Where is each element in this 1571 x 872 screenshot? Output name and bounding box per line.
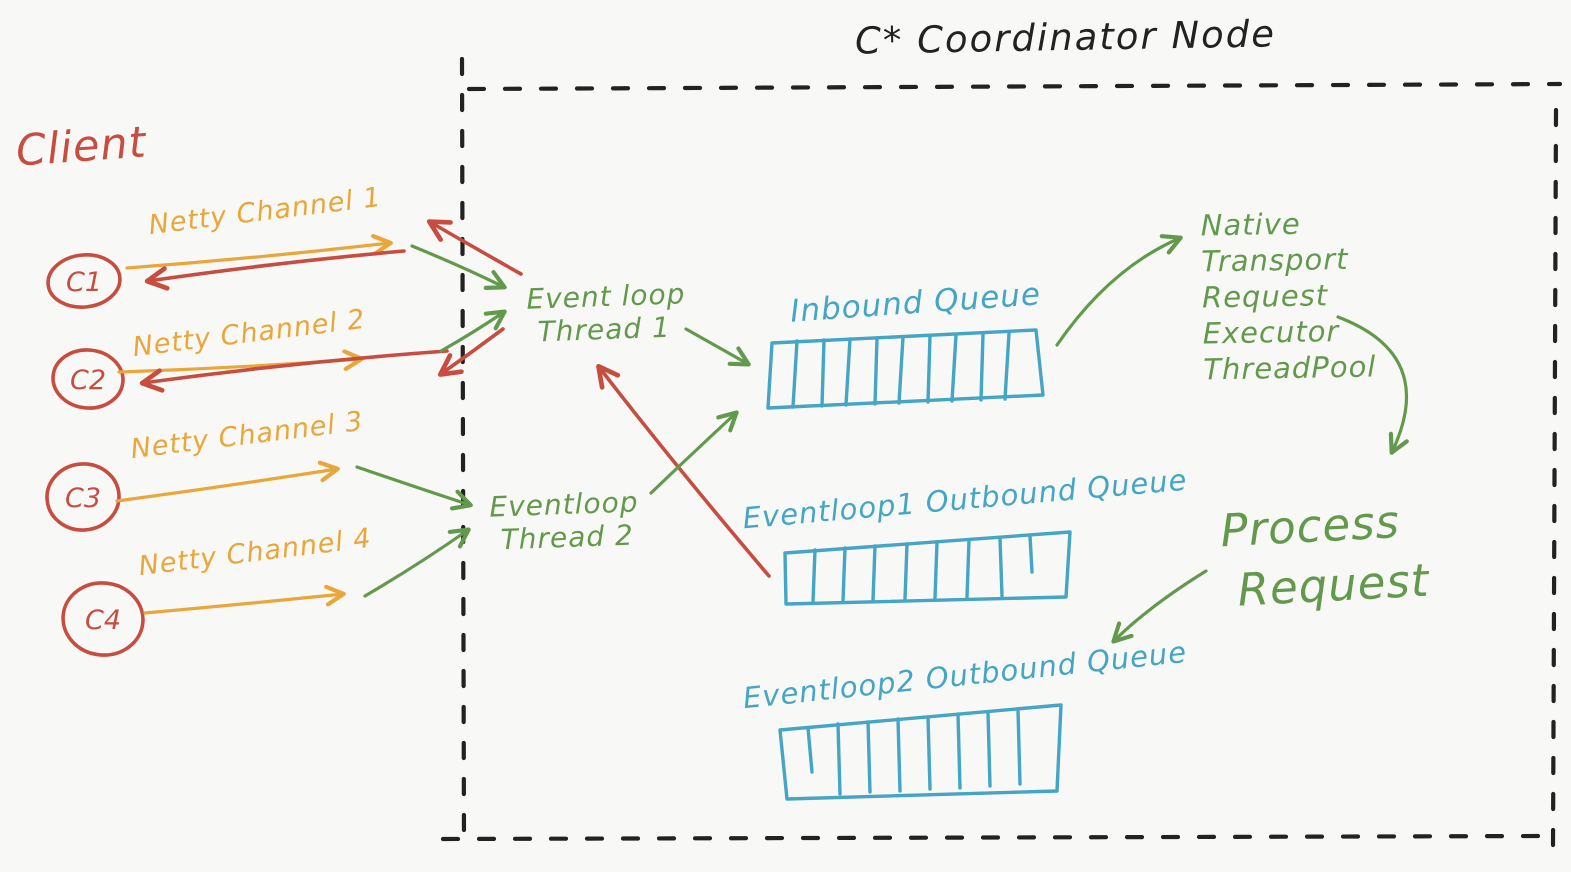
channel4-to-eventloop2-arrow — [363, 527, 471, 598]
boundary-bottom — [440, 833, 1549, 842]
coordinator-node-boundary — [440, 56, 1563, 851]
event-loop-thread2-line2: Thread 2 — [500, 518, 635, 557]
outbound1-queue-box — [783, 530, 1072, 606]
eventloop1-to-channel2-arrow — [437, 327, 505, 377]
client-circles — [45, 253, 145, 657]
event-loop-thread1-label: Event loop Thread 1 — [526, 277, 687, 349]
channel2-to-eventloop1-arrow — [439, 309, 507, 353]
client-c4-circle — [61, 581, 145, 657]
outbound1-queue-cells — [811, 534, 1034, 604]
queues — [766, 328, 1072, 801]
process-request-line1: Process — [1219, 495, 1402, 558]
client-label: Client — [14, 117, 149, 177]
eventloop1-to-inbound-arrow — [684, 327, 751, 367]
channel3-to-eventloop2-arrow — [355, 465, 473, 511]
flow-arrows — [355, 234, 1409, 644]
executor-line3: Request — [1201, 278, 1329, 315]
boundary-left — [459, 56, 467, 847]
client-c4-label: C4 — [84, 605, 122, 637]
outbound2-queue-cells — [806, 708, 1022, 796]
channel3-arrow — [115, 460, 340, 503]
event-loop-thread1-line2: Thread 1 — [537, 310, 672, 349]
inbound-queue-box — [766, 328, 1045, 410]
inbound-queue-cells — [791, 331, 1011, 409]
inbound-to-executor-arrow — [1055, 234, 1183, 347]
executor-line1: Native — [1200, 206, 1301, 243]
client-c2-circle — [51, 348, 125, 410]
event-loop-thread2-line1: Eventloop — [488, 485, 639, 524]
client-c1-label: C1 — [65, 267, 103, 299]
client-c2-label: C2 — [69, 365, 107, 397]
executor-line4: Executor — [1202, 314, 1340, 351]
outbound2-queue-box — [778, 703, 1063, 801]
client-c3-circle — [45, 462, 121, 532]
boundary-top — [466, 81, 1563, 92]
boundary-right — [1550, 107, 1559, 851]
client-c3-label: C3 — [64, 483, 102, 515]
executor-to-process-arrow — [1336, 315, 1409, 455]
response-to-c1-arrow — [144, 249, 406, 291]
process-request-label: Process Request — [1219, 491, 1431, 622]
channel1-arrow — [125, 234, 393, 270]
executor-line2: Transport — [1201, 241, 1349, 279]
process-to-outbound2-arrow — [1111, 569, 1208, 644]
response-to-c2-arrow — [139, 349, 449, 393]
event-loop-thread2-label: Eventloop Thread 2 — [489, 485, 640, 556]
response-arrows — [139, 219, 771, 578]
eventloop1-to-channel1-arrow — [426, 219, 523, 276]
eventloop2-to-inbound-arrow — [649, 410, 739, 495]
executor-line5: ThreadPool — [1202, 349, 1377, 387]
channel1-to-eventloop1-arrow — [410, 244, 507, 290]
client-c1-circle — [46, 253, 122, 309]
event-loop-thread1-line1: Event loop — [525, 277, 686, 316]
process-request-line2: Request — [1236, 553, 1431, 617]
coordinator-node-title: C* Coordinator Node — [854, 12, 1277, 63]
channel4-arrow — [143, 584, 346, 615]
native-transport-executor-label: Native Transport Request Executor Thread… — [1200, 205, 1376, 388]
